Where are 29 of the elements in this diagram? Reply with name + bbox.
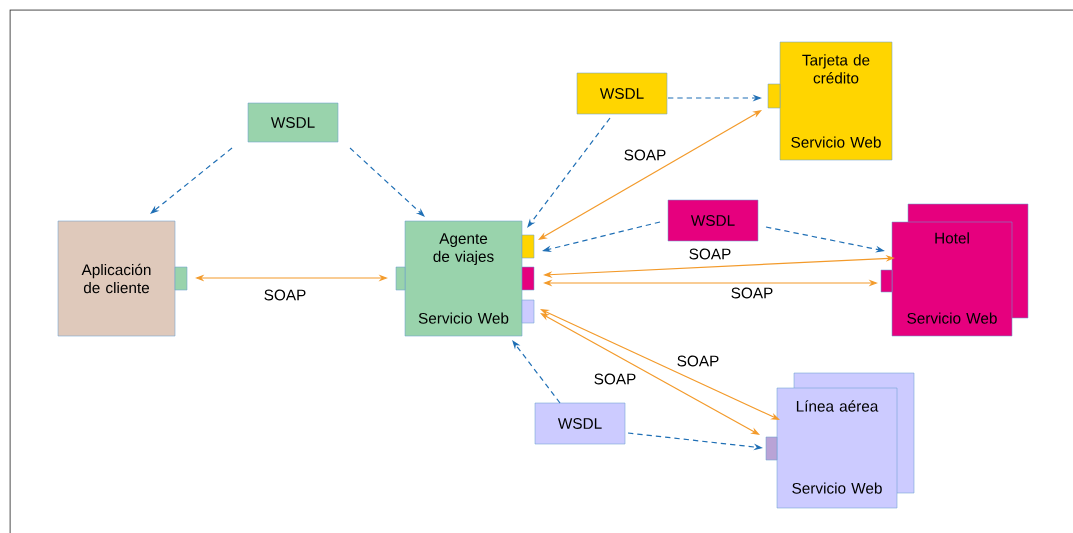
port-square — [767, 83, 781, 109]
arrow — [538, 110, 762, 240]
service-box: Agente de viajes Servicio Web — [404, 220, 523, 337]
arrow — [150, 147, 233, 214]
service-box: Hotel Servicio Web — [891, 203, 1029, 337]
edge-label: SOAP — [592, 372, 638, 386]
port-square — [880, 269, 893, 293]
edge-label: SOAP — [262, 288, 308, 302]
port-square — [765, 436, 778, 461]
edge-label: SOAP — [675, 354, 721, 368]
service-box: Tarjeta de crédito Servicio Web — [779, 41, 893, 161]
port-square — [521, 266, 535, 291]
arrow — [540, 313, 760, 435]
document-box: WSDL — [576, 72, 668, 115]
port-square — [521, 299, 535, 324]
application-box: Aplicación de cliente — [57, 220, 176, 337]
port-square — [521, 234, 535, 259]
arrow — [349, 147, 425, 217]
port-square — [395, 266, 406, 291]
service-box: Línea aérea Servicio Web — [776, 372, 915, 509]
arrow — [512, 340, 561, 404]
edge-label: SOAP — [729, 286, 775, 300]
edge-label: SOAP — [622, 148, 668, 162]
document-box: WSDL — [534, 402, 626, 445]
edge-label: SOAP — [687, 247, 733, 261]
document-box: WSDL — [247, 102, 339, 143]
port-square — [174, 266, 188, 291]
document-box: WSDL — [667, 199, 759, 242]
arrow — [527, 117, 611, 228]
